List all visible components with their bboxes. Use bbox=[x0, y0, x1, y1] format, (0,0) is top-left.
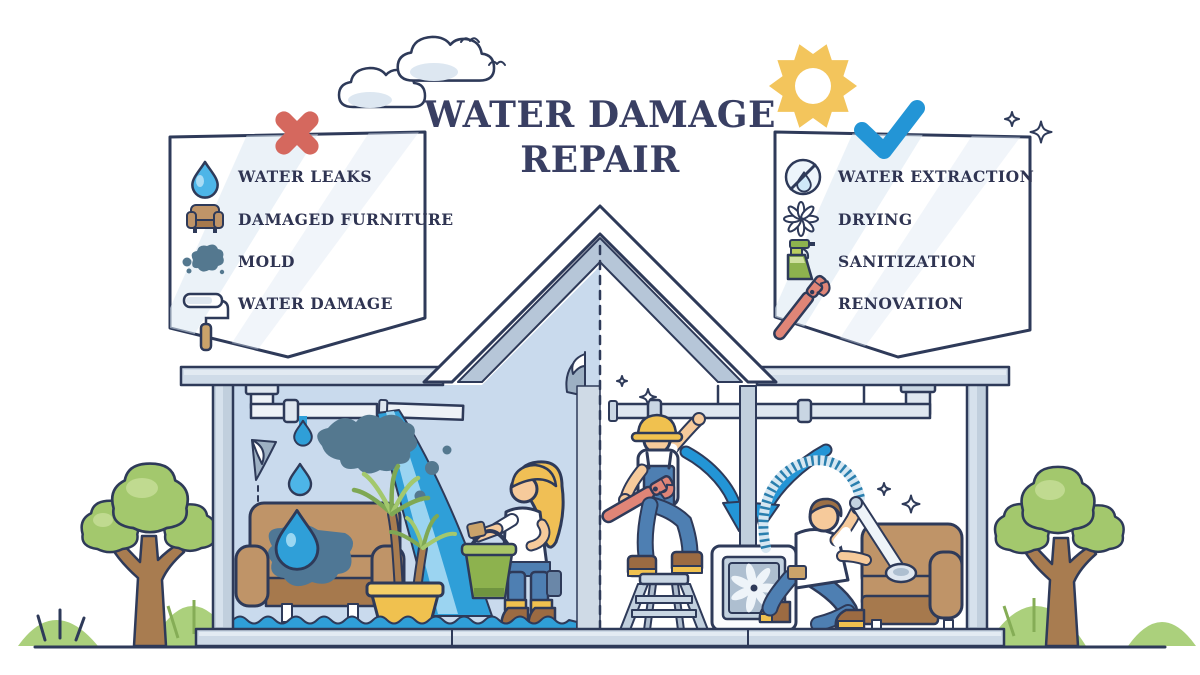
house-structure bbox=[179, 204, 1011, 648]
page-title-line2: REPAIR bbox=[520, 139, 680, 181]
armchair-icon bbox=[186, 204, 224, 233]
pipe-wrench-icon bbox=[773, 274, 831, 341]
interior-post bbox=[739, 385, 757, 549]
bird-icon bbox=[460, 37, 480, 43]
sparkle-icon bbox=[901, 494, 921, 514]
sparkle-icon bbox=[616, 375, 628, 387]
flood-water bbox=[232, 615, 578, 632]
page-title-line1: WATER DAMAGE bbox=[423, 94, 776, 136]
extraction-wand bbox=[849, 496, 918, 584]
sparkle-icon bbox=[1003, 110, 1021, 128]
problems-panel: WATER LEAKS DAMAGED FURNITURE MOLD WATER… bbox=[168, 111, 454, 359]
check-mark-icon bbox=[854, 100, 925, 159]
cross-mark-icon bbox=[275, 111, 319, 155]
right-tree bbox=[993, 465, 1125, 648]
roof-outer bbox=[422, 204, 778, 384]
peeling-wallpaper bbox=[251, 439, 277, 523]
paint-roller-icon bbox=[182, 292, 230, 352]
water-drop-icon bbox=[191, 160, 219, 199]
no-water-icon bbox=[784, 158, 822, 196]
plumber-on-ladder bbox=[601, 412, 706, 578]
left-eave bbox=[179, 365, 445, 387]
sparkle-icon bbox=[1029, 120, 1053, 144]
solution-label: RENOVATION bbox=[838, 294, 964, 313]
sparkle-icon bbox=[877, 482, 891, 496]
mold-icon bbox=[182, 244, 225, 275]
problem-label: WATER LEAKS bbox=[237, 167, 372, 186]
right-ground-bush bbox=[986, 598, 1196, 646]
pipe-wrench bbox=[601, 475, 676, 524]
solutions-panel: WATER EXTRACTION DRYING SANITIZATIO bbox=[773, 100, 1034, 359]
stepladder bbox=[619, 572, 709, 631]
right-eave bbox=[755, 365, 1011, 387]
suction-hose-stripes bbox=[758, 455, 865, 550]
potted-plants bbox=[351, 463, 457, 631]
wall-mold-stain bbox=[317, 414, 452, 502]
bird-icon bbox=[488, 60, 506, 66]
solution-label: DRYING bbox=[838, 210, 913, 229]
problem-label: DAMAGED FURNITURE bbox=[238, 210, 454, 229]
sun-icon bbox=[769, 44, 857, 128]
foundation bbox=[194, 627, 1006, 648]
problem-label: MOLD bbox=[238, 252, 295, 271]
problem-label: WATER DAMAGE bbox=[237, 294, 393, 313]
solution-label: SANITIZATION bbox=[838, 252, 976, 271]
spray-bottle-icon bbox=[786, 239, 815, 281]
left-tree bbox=[80, 462, 217, 648]
fan-icon bbox=[783, 201, 819, 237]
divider-post bbox=[576, 385, 601, 631]
ceiling-pipes-right bbox=[608, 381, 937, 424]
cloud-icon bbox=[337, 35, 496, 109]
solution-label: WATER EXTRACTION bbox=[837, 167, 1034, 186]
